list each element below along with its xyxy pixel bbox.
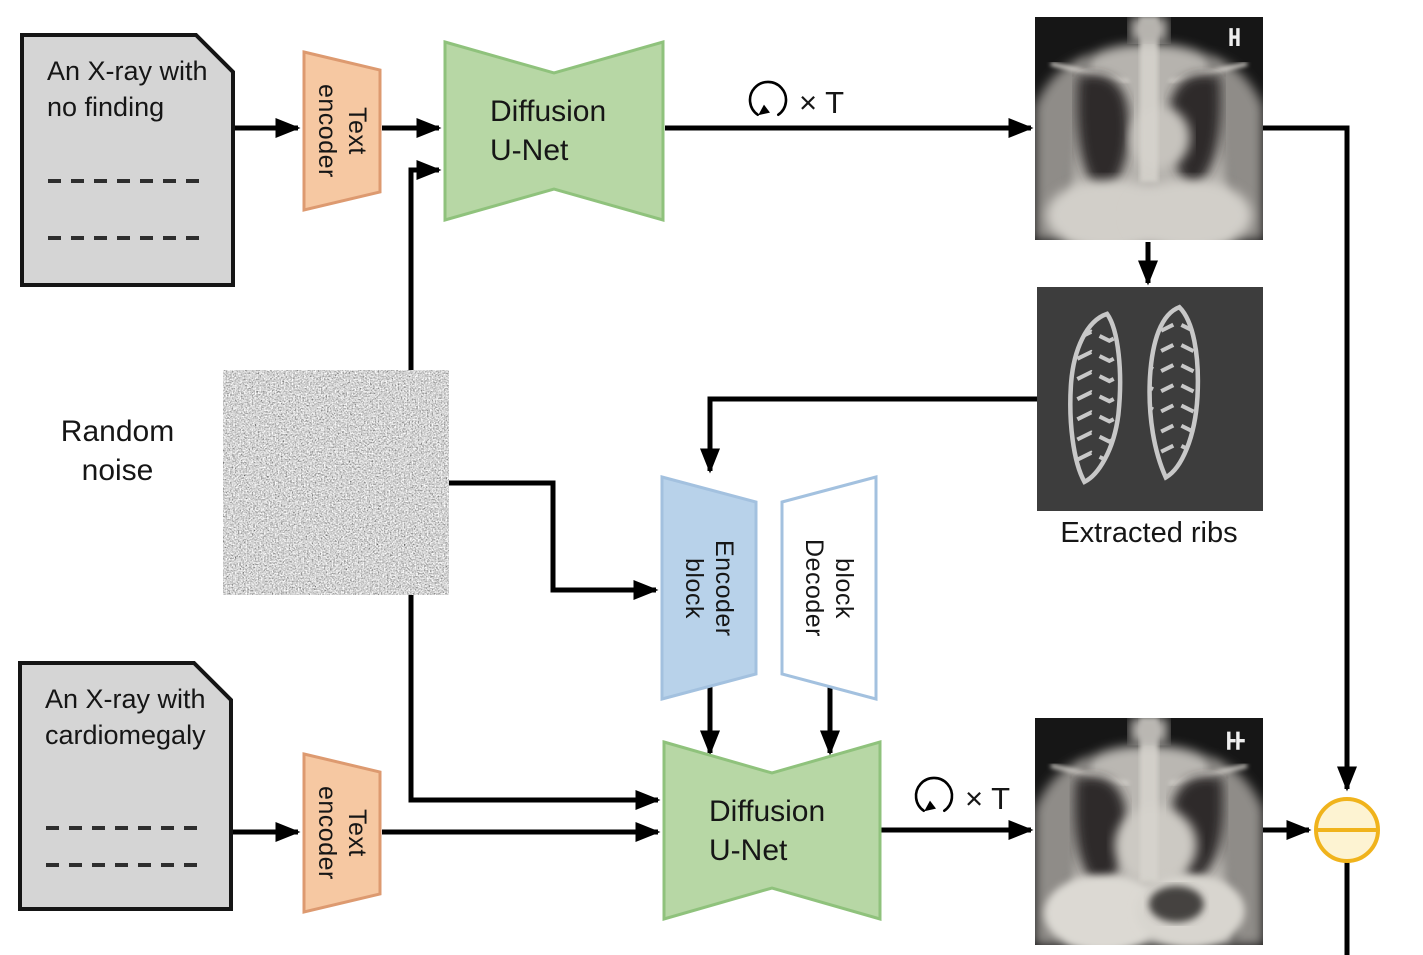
text-encoder-label: Text encoder [313, 84, 371, 178]
prompt-doc-no-finding: An X-ray with no finding [20, 33, 235, 287]
document-shape [18, 661, 233, 911]
generated-xray-cardiomegaly [1035, 718, 1263, 945]
dashed-line [48, 179, 200, 183]
ribs-illustration [1037, 287, 1263, 511]
subtract-node [1314, 797, 1380, 863]
unet-label: Diffusion U-Net [709, 794, 826, 867]
decoder-block: Decoder block [780, 475, 878, 701]
loop-count-label: × T [799, 85, 845, 120]
generated-xray-no-finding [1035, 17, 1263, 240]
unet-shape [443, 40, 665, 222]
prompt-doc-cardiomegaly: An X-ray with cardiomegaly [18, 661, 233, 911]
xray-illustration [1035, 718, 1263, 945]
unet-shape [662, 740, 882, 921]
xray-illustration [1035, 17, 1263, 240]
dashed-line [48, 236, 200, 240]
unet-label: Diffusion U-Net [490, 95, 607, 167]
document-shape [20, 33, 235, 287]
loop-icon [748, 80, 788, 116]
noise-illustration [223, 370, 449, 595]
encoder-block: Encoder block [660, 475, 758, 701]
random-noise-label: Random noise [60, 415, 175, 487]
encoder-block-shape [660, 475, 758, 701]
loop-count-label: × T [965, 781, 1011, 816]
text-encoder-top: Text encoder [302, 50, 382, 212]
diffusion-unet-top: Diffusion U-Net [443, 40, 665, 222]
text-encoder-shape [302, 752, 382, 914]
encoder-block-label: Encoder block [680, 539, 738, 637]
decoder-block-label: Decoder block [800, 539, 858, 637]
prompt-text-cardiomegaly: An X-ray with cardiomegaly [45, 684, 206, 751]
dashed-line [46, 826, 198, 830]
prompt-text-no-finding: An X-ray with no finding [47, 56, 208, 123]
dashed-line [46, 863, 198, 867]
loop-icon [914, 776, 954, 812]
random-noise-image [223, 370, 449, 595]
extracted-ribs-image [1037, 287, 1263, 511]
text-encoder-bottom: Text encoder [302, 752, 382, 914]
decoder-block-shape [780, 475, 878, 701]
text-encoder-shape [302, 50, 382, 212]
text-encoder-label: Text encoder [313, 786, 371, 880]
diffusion-unet-bottom: Diffusion U-Net [662, 740, 882, 921]
minus-icon [1318, 828, 1376, 832]
extracted-ribs-label: Extracted ribs [1060, 517, 1238, 549]
